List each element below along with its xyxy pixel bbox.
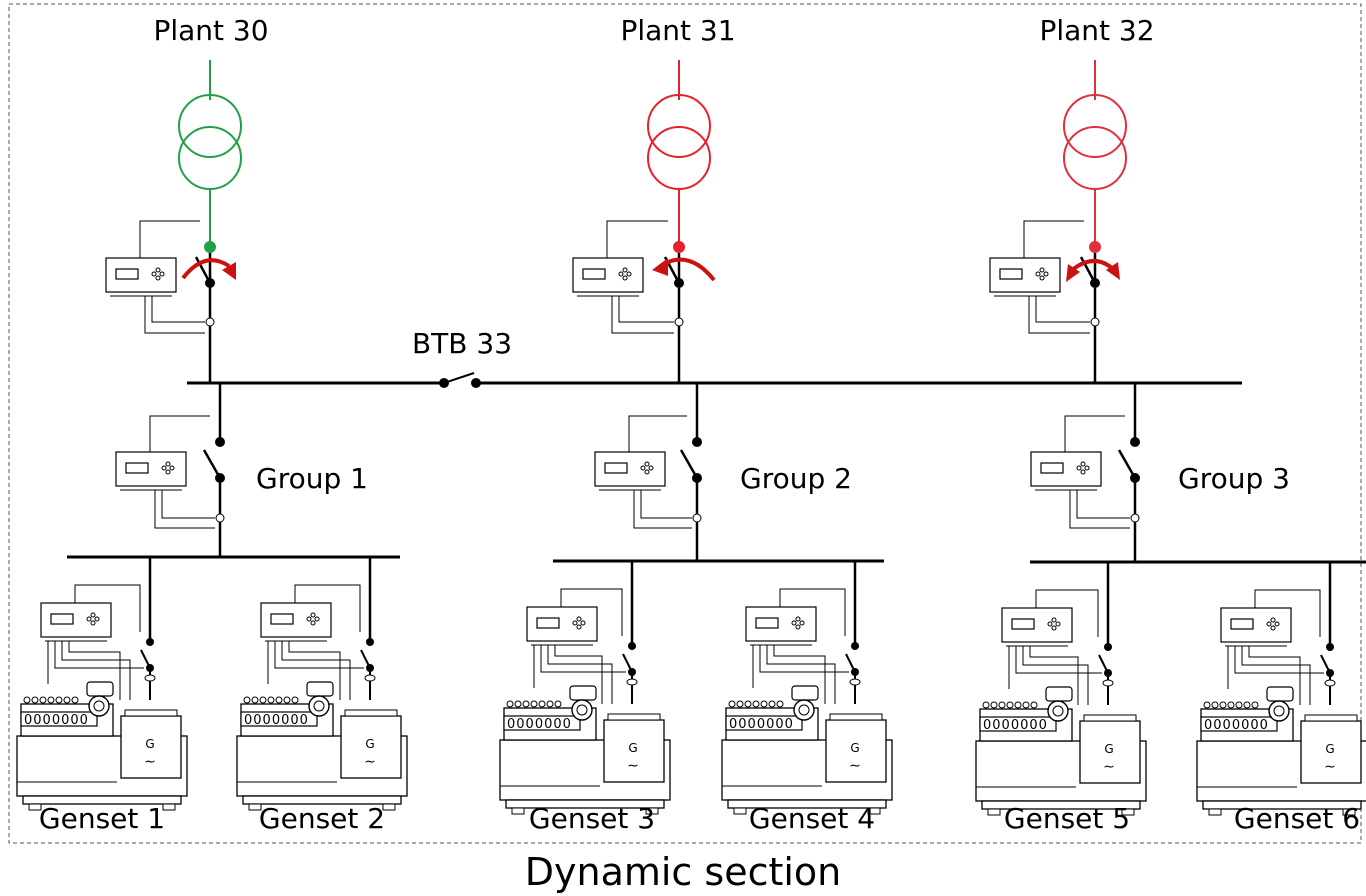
engine-display: 0000000 (24, 713, 89, 728)
genset-feeder[interactable] (1320, 562, 1336, 705)
genset-controller[interactable] (1220, 589, 1324, 705)
plant-label: Plant 31 (620, 14, 735, 47)
engine-display: 0000000 (244, 713, 309, 728)
plant-label: Plant 32 (1039, 14, 1154, 47)
close-arrow-icon (181, 258, 231, 280)
generator-icon: G (850, 741, 859, 755)
engine-display: 0000000 (1204, 718, 1269, 733)
engine-display: 0000000 (983, 718, 1048, 733)
genset-3: 0000000 G ∼ Genset 3 (499, 561, 671, 835)
generator-icon: G (1104, 742, 1113, 756)
btb-label: BTB 33 (412, 327, 512, 360)
arrowhead-icon (1106, 262, 1120, 280)
generator-icon: G (145, 737, 154, 751)
genset-controller[interactable] (1001, 589, 1102, 705)
plant-breaker[interactable] (1079, 253, 1100, 383)
ac-wave-icon: ∼ (144, 754, 156, 770)
generator-icon: G (628, 741, 637, 755)
open-arrow-icon (663, 257, 716, 282)
diagram-caption: Dynamic section (525, 850, 842, 894)
engine-display: 0000000 (729, 717, 794, 732)
genset-4: 0000000 G ∼ Genset 4 (721, 561, 893, 835)
plant-31: Plant 31 (572, 14, 736, 383)
genset-label: Genset 6 (1234, 802, 1360, 835)
arrowhead-icon (1066, 264, 1080, 282)
genset-machine (16, 681, 188, 811)
group-3: Group 3 (1030, 383, 1366, 564)
genset-feeder[interactable] (845, 561, 861, 704)
genset-controller[interactable] (260, 584, 364, 700)
genset-2: 0000000 G ∼ Genset 2 (236, 557, 408, 835)
genset-feeder[interactable] (622, 561, 638, 704)
genset-1: 0000000 G ∼ Genset 1 (16, 557, 188, 835)
group-1: Group 1 (67, 383, 400, 559)
arrowhead-icon (652, 258, 668, 276)
ac-wave-icon: ∼ (364, 754, 376, 770)
genset-label: Genset 4 (749, 802, 875, 835)
genset-controller[interactable] (526, 588, 626, 704)
group-controller[interactable] (115, 415, 215, 529)
genset-machine (1196, 686, 1366, 816)
genset-6: 0000000 G ∼ Genset 6 (1196, 562, 1366, 835)
genset-label: Genset 3 (529, 802, 655, 835)
plant-breaker[interactable] (663, 253, 684, 383)
ac-wave-icon: ∼ (1103, 759, 1115, 775)
dynamic-section-frame (8, 3, 1362, 844)
bidirectional-arrow-icon (1070, 259, 1116, 272)
plant-controller[interactable] (105, 220, 205, 334)
group-breaker[interactable] (679, 383, 702, 561)
group-breaker[interactable] (202, 383, 225, 557)
plant-breaker[interactable] (194, 253, 215, 383)
generator-icon: G (365, 737, 374, 751)
genset-feeder[interactable] (140, 557, 156, 700)
group-label: Group 2 (740, 462, 852, 495)
genset-label: Genset 5 (1004, 802, 1130, 835)
genset-machine (975, 686, 1147, 816)
plant-30: Plant 30 (105, 14, 269, 383)
genset-machine (721, 685, 893, 815)
arrowhead-icon (222, 262, 236, 280)
genset-machine (499, 685, 671, 815)
genset-label: Genset 2 (259, 802, 385, 835)
group-breaker[interactable] (1117, 383, 1140, 562)
genset-controller[interactable] (40, 584, 144, 700)
transformer-icon (647, 60, 711, 253)
plant-controller[interactable] (572, 220, 674, 334)
ac-wave-icon: ∼ (849, 758, 861, 774)
plant-32: Plant 32 (989, 14, 1155, 383)
group-label: Group 1 (256, 462, 368, 495)
genset-feeder[interactable] (1098, 562, 1114, 705)
transformer-icon (1063, 60, 1127, 253)
ac-wave-icon: ∼ (627, 758, 639, 774)
genset-controller[interactable] (745, 588, 849, 704)
generator-icon: G (1325, 742, 1334, 756)
genset-label: Genset 1 (39, 802, 165, 835)
genset-feeder[interactable] (360, 557, 376, 700)
group-label: Group 3 (1178, 462, 1290, 495)
genset-5: 0000000 G ∼ Genset 5 (975, 562, 1147, 835)
genset-machine (236, 681, 408, 811)
group-controller[interactable] (1030, 415, 1130, 529)
group-2: Group 2 (553, 383, 884, 563)
transformer-icon (178, 60, 242, 253)
plant-controller[interactable] (989, 220, 1090, 334)
btb-33-breaker[interactable] (439, 372, 481, 388)
group-controller[interactable] (594, 415, 692, 529)
engine-display: 0000000 (507, 717, 572, 732)
ac-wave-icon: ∼ (1324, 759, 1336, 775)
plant-label: Plant 30 (153, 14, 268, 47)
